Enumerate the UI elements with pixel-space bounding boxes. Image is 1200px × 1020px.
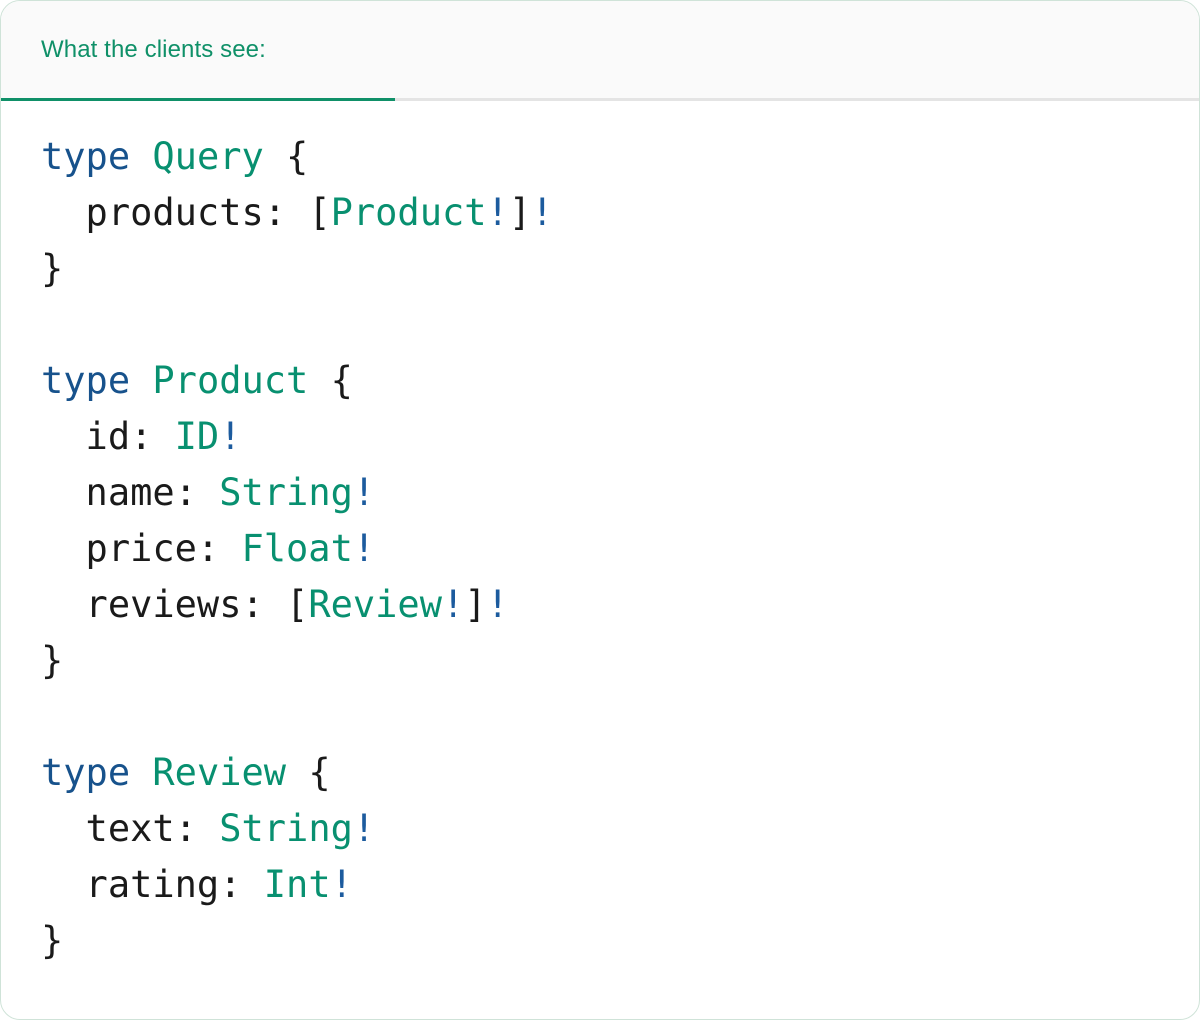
- code-token-field: price:: [41, 527, 242, 570]
- code-line: }: [41, 633, 1199, 689]
- code-line: id: ID!: [41, 409, 1199, 465]
- tab-strip: What the clients see:: [1, 1, 1199, 101]
- code-line: }: [41, 913, 1199, 969]
- code-token-bang: !: [352, 527, 376, 570]
- code-token-punct: {: [286, 751, 331, 794]
- code-token-punct: ]: [508, 191, 532, 234]
- tab-label: What the clients see:: [41, 35, 266, 63]
- code-token-punct: [130, 359, 152, 402]
- code-token-kw: type: [41, 135, 131, 178]
- code-line: type Review {: [41, 745, 1199, 801]
- code-token-type: String: [219, 471, 353, 514]
- code-token-punct: ]: [464, 583, 487, 626]
- code-token-type: Product: [152, 359, 309, 402]
- code-token-punct: [130, 751, 152, 794]
- code-token-punct: }: [41, 639, 64, 682]
- code-line: price: Float!: [41, 521, 1199, 577]
- code-token-bang: !: [219, 415, 242, 458]
- code-token-field: id:: [41, 415, 175, 458]
- code-line: }: [41, 241, 1199, 297]
- code-token-punct: [: [308, 191, 331, 234]
- code-token-type: Review: [308, 583, 442, 626]
- code-token-punct: }: [41, 919, 64, 962]
- code-token-punct: [: [286, 583, 309, 626]
- code-line: text: String!: [41, 801, 1199, 857]
- code-token-punct: [130, 135, 152, 178]
- code-token-type: Query: [152, 135, 264, 178]
- code-token-bang: !: [352, 471, 376, 514]
- tab-what-the-clients-see[interactable]: What the clients see:: [1, 1, 395, 98]
- code-token-field: products:: [41, 191, 309, 234]
- code-token-type: Product: [330, 191, 487, 234]
- code-line: reviews: [Review!]!: [41, 577, 1199, 633]
- code-token-field: text:: [41, 807, 220, 850]
- code-token-type: ID: [174, 415, 220, 458]
- code-line-blank: [41, 689, 1199, 745]
- code-line: rating: Int!: [41, 857, 1199, 913]
- code-token-punct: }: [41, 247, 64, 290]
- tab-active-underline: [1, 98, 395, 101]
- code-token-field: reviews:: [41, 583, 287, 626]
- code-line: name: String!: [41, 465, 1199, 521]
- code-token-bang: !: [486, 191, 509, 234]
- code-token-type: Float: [241, 527, 353, 570]
- code-token-field: rating:: [41, 863, 264, 906]
- code-token-punct: {: [308, 359, 353, 402]
- code-token-field: name:: [41, 471, 220, 514]
- code-token-bang: !: [486, 583, 509, 626]
- code-token-kw: type: [41, 359, 131, 402]
- code-token-punct: {: [263, 135, 309, 178]
- code-line: type Product {: [41, 353, 1199, 409]
- code-line: type Query {: [41, 129, 1199, 185]
- code-line: products: [Product!]!: [41, 185, 1199, 241]
- code-line-blank: [41, 297, 1199, 353]
- code-token-bang: !: [330, 863, 353, 906]
- code-token-bang: !: [352, 807, 376, 850]
- code-token-type: Int: [263, 863, 331, 906]
- code-token-type: Review: [152, 751, 287, 794]
- code-token-bang: !: [531, 191, 554, 234]
- code-token-bang: !: [441, 583, 465, 626]
- code-token-type: String: [219, 807, 353, 850]
- graphql-schema-code: type Query { products: [Product!]!} type…: [1, 101, 1199, 969]
- code-token-kw: type: [41, 751, 131, 794]
